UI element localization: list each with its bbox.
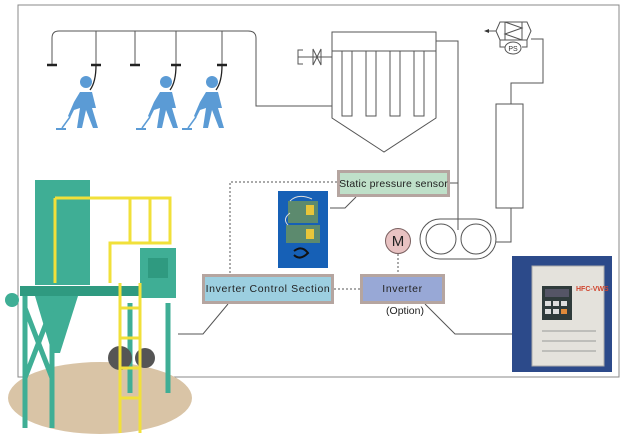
inverter-option-note: (Option) bbox=[386, 305, 424, 317]
inverter-box: Inverter bbox=[360, 274, 445, 304]
blower bbox=[419, 208, 512, 260]
bag-filter-housing bbox=[331, 31, 459, 230]
pressure-switch-label: PS bbox=[508, 46, 518, 53]
dust-collector-machine-photo bbox=[0, 178, 200, 440]
inverter-model-text: HFC-VWS bbox=[576, 286, 609, 293]
operator-figure bbox=[136, 64, 178, 130]
signal-lines bbox=[178, 182, 512, 335]
motor-label: M bbox=[391, 232, 405, 250]
inverter-control-section-label: Inverter Control Section bbox=[205, 283, 331, 295]
motor-icon: M bbox=[385, 228, 411, 254]
exhaust-arrow-icon bbox=[484, 29, 489, 33]
inverter-unit-photo: HFC-VWS bbox=[512, 256, 612, 372]
valve-icon bbox=[297, 48, 332, 66]
suction-duct bbox=[51, 30, 332, 107]
exhaust-filter-icon bbox=[487, 21, 532, 55]
inverter-label: Inverter bbox=[382, 283, 423, 295]
static-pressure-sensor-label: Static pressure sensor bbox=[339, 177, 448, 190]
static-pressure-sensor-box: Static pressure sensor bbox=[337, 170, 450, 197]
operator-figure bbox=[56, 64, 98, 130]
sensor-pcb-photo bbox=[278, 191, 328, 268]
silencer bbox=[495, 38, 544, 209]
operator-figure bbox=[182, 64, 224, 130]
dotted-signal-lines bbox=[229, 181, 399, 290]
diagram-frame bbox=[17, 4, 620, 378]
inverter-control-section-box: Inverter Control Section bbox=[202, 274, 334, 304]
